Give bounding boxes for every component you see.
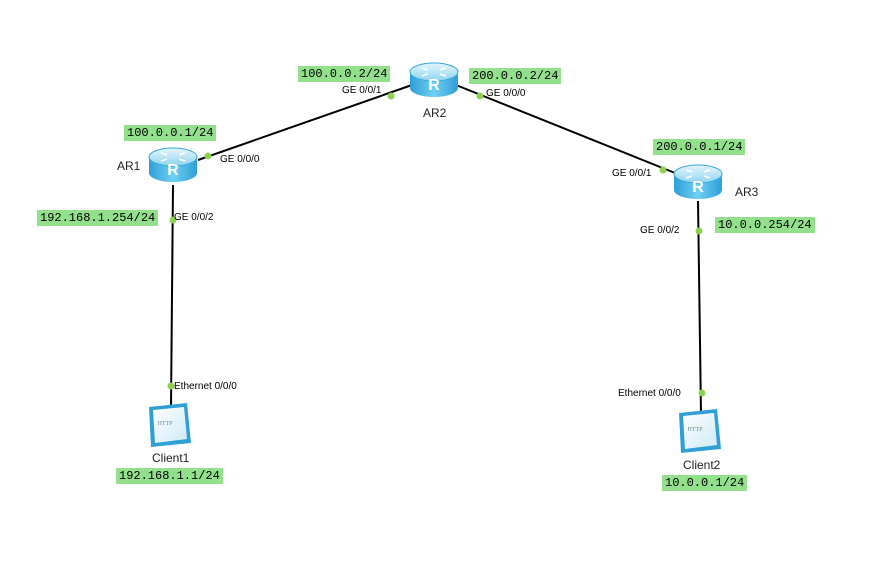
- port-label-client2-eth: Ethernet 0/0/0: [618, 388, 681, 399]
- router-ar1-icon[interactable]: [148, 147, 198, 183]
- router-ar2-icon[interactable]: [409, 62, 459, 98]
- client2-screen-text: HTTP: [688, 427, 704, 433]
- device-name-client1: Client1: [152, 451, 190, 465]
- device-name-ar1: AR1: [117, 159, 141, 173]
- ip-label-ar1-g002: 192.168.1.254/24: [37, 210, 159, 226]
- ip-label-client1: 192.168.1.1/24: [116, 468, 223, 484]
- port-label-ar1-g000: GE 0/0/0: [220, 154, 260, 165]
- port-dot-client2-eth: [698, 389, 706, 397]
- router-ar3-icon[interactable]: [673, 164, 723, 200]
- port-dot-client1-eth: [167, 382, 175, 390]
- port-label-ar2-g001: GE 0/0/1: [342, 85, 382, 96]
- port-dot-ar2-g000: [476, 92, 484, 100]
- device-name-ar2: AR2: [423, 106, 447, 120]
- ip-label-ar1-g000: 100.0.0.1/24: [124, 125, 217, 141]
- port-label-ar3-g001: GE 0/0/1: [612, 168, 652, 179]
- port-label-ar2-g000: GE 0/0/0: [486, 88, 526, 99]
- port-label-ar1-g002: GE 0/0/2: [174, 212, 214, 223]
- ip-label-ar2-g001: 100.0.0.2/24: [298, 66, 391, 82]
- device-name-client2: Client2: [683, 458, 721, 472]
- port-dot-ar1-g002: [169, 216, 177, 224]
- port-dot-ar2-g001: [387, 92, 395, 100]
- ip-label-ar3-g002: 10.0.0.254/24: [715, 217, 815, 233]
- device-name-ar3: AR3: [735, 185, 759, 199]
- client1-icon[interactable]: HTTP: [149, 403, 191, 447]
- port-dot-ar3-g001: [659, 166, 667, 174]
- link-ar1-ar2: [197, 84, 413, 161]
- link-ar3-client2: [697, 200, 702, 415]
- ip-label-client2: 10.0.0.1/24: [662, 475, 748, 491]
- ip-label-ar2-g000: 200.0.0.2/24: [469, 68, 562, 84]
- port-dot-ar1-g000: [204, 152, 212, 160]
- link-ar2-ar3: [455, 84, 681, 176]
- port-label-client1-eth: Ethernet 0/0/0: [174, 381, 237, 392]
- client2-icon[interactable]: HTTP: [679, 409, 721, 453]
- port-dot-ar3-g002: [695, 227, 703, 235]
- client1-screen-text: HTTP: [158, 421, 174, 427]
- ip-label-ar3-g001: 200.0.0.1/24: [653, 139, 746, 155]
- port-label-ar3-g002: GE 0/0/2: [640, 225, 680, 236]
